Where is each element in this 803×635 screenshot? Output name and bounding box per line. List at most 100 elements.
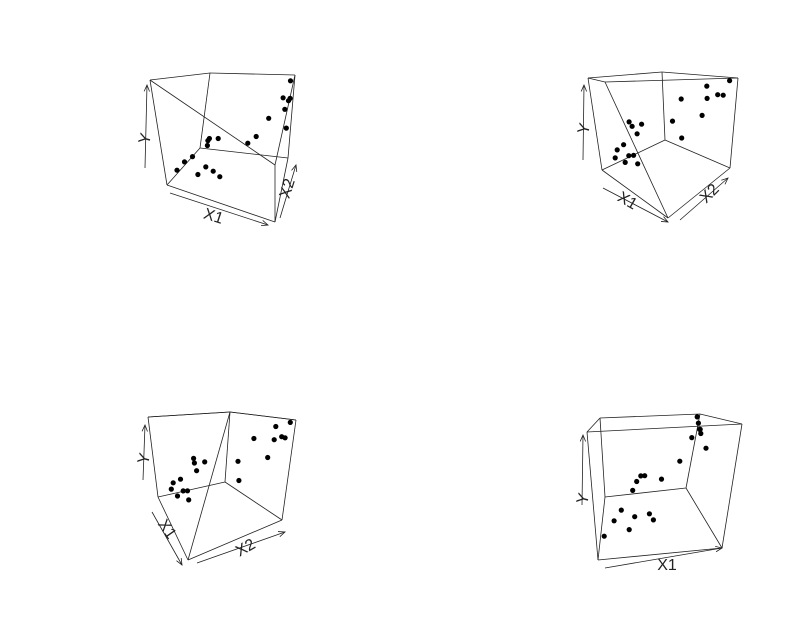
box-edge [586,423,743,433]
axis-label-x: X1 [201,206,225,228]
axis-arrow-z-head [579,433,587,442]
axis-arrow-x [169,192,269,226]
data-point [669,118,676,124]
axis-label-y: X2 [277,177,299,201]
box-edge [685,487,723,549]
data-point [612,155,618,161]
data-point [195,171,201,178]
axis-arrow-x [602,187,669,223]
axis-arrow-y [279,164,297,219]
data-point [287,78,294,84]
data-point [621,142,627,148]
box-edge [601,169,669,219]
data-point [235,458,241,464]
panel-top-left: X1 X2 Y [136,72,299,228]
box-edge [597,547,723,561]
box-edge [661,71,666,141]
axis-arrow-z-head [580,83,588,92]
axis-arrow-x [604,547,723,569]
data-point [168,486,174,492]
data-point [265,454,271,461]
data-point [629,123,635,129]
box-edge [157,481,226,498]
data-point [634,478,640,485]
data-point [727,78,733,84]
data-point [632,514,638,520]
data-point [202,459,208,465]
axis-label-x: X1 [615,189,641,214]
box-edge [699,413,743,425]
data-point [695,420,702,426]
box-edge [287,74,296,159]
axis-arrow-y-head [721,177,729,185]
box-edge [149,79,168,186]
data-point [704,83,710,89]
data-point [180,488,186,494]
data-point [194,468,200,474]
data-point [283,125,289,131]
axis-arrow-y-head [277,531,286,538]
box-edge [147,411,231,418]
data-point [271,437,277,443]
data-point [650,517,657,523]
data-point [174,493,181,499]
data-point [186,497,192,503]
data-point [626,527,632,533]
box-edge [664,139,731,169]
axis-arrow-x-head [715,546,724,553]
axis-arrow-z [144,84,148,169]
box-edge [587,77,603,171]
data-point [184,488,191,494]
data-point [266,115,272,121]
data-point [715,92,721,98]
box-edge [229,411,297,421]
data-point [677,458,683,464]
box-edge [187,411,231,561]
data-point [658,476,665,482]
data-point [635,161,641,167]
axis-arrow-z [581,434,584,506]
axis-arrow-z-head [143,83,150,92]
box-edge [166,184,276,223]
box-edge [597,496,606,561]
data-point [646,511,653,517]
axis-label-z: Y [135,451,154,466]
data-point [204,142,210,149]
axis-arrow-z [142,424,146,481]
box-edge [199,72,211,149]
data-point [704,95,710,101]
axis-arrow-x-head [260,220,269,226]
axis-label-z: Y [575,121,594,136]
box-edge [281,419,297,521]
axis-arrow-y [196,531,286,564]
axis-arrow-z [582,84,585,161]
box-edge [599,417,606,498]
box-edge [224,411,231,483]
axis-arrow-z-head [141,423,148,432]
data-point [626,153,632,159]
data-point [215,135,221,142]
data-point [614,147,620,153]
data-point [177,476,184,482]
box-edge [667,167,731,219]
box-edge [604,81,669,219]
axis-arrow-y [679,177,729,221]
box-edge [149,79,276,166]
data-point [638,473,644,479]
data-point [626,119,632,125]
data-point [618,507,624,513]
data-point [189,154,196,160]
data-point [694,414,700,420]
data-point [696,426,703,432]
box-edge [157,496,189,561]
data-point [287,95,293,101]
box-edge [586,431,599,561]
data-point [191,455,197,461]
data-point [634,131,640,137]
box-edge [274,74,296,166]
box-edge [199,147,289,159]
data-point [282,106,288,112]
axis-label-z: Y [136,131,155,146]
data-point [699,112,705,118]
